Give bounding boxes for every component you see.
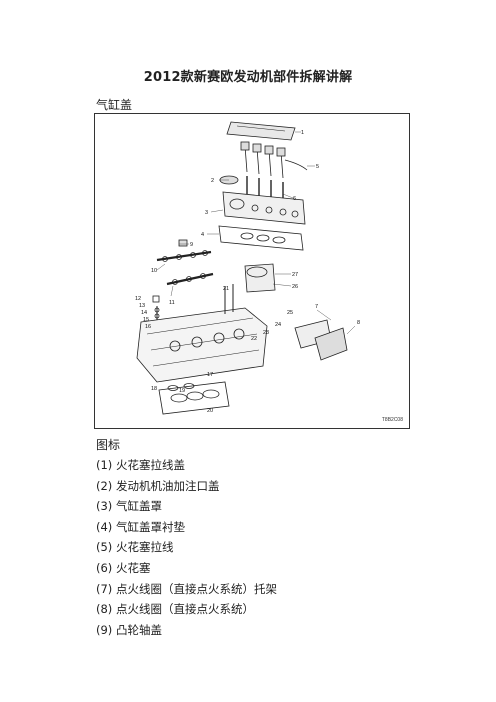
svg-text:25: 25 xyxy=(287,310,293,316)
svg-text:27: 27 xyxy=(292,272,298,278)
legend-heading: 图标 xyxy=(96,438,121,452)
legend-item: (7) 点火线圈（直接点火系统）托架 xyxy=(96,581,277,596)
svg-text:14: 14 xyxy=(141,310,147,316)
cylinder-head-illustration: 1 2 3 4 5 6 7 8 9 10 11 12 13 14 15 16 1… xyxy=(135,121,360,415)
svg-text:13: 13 xyxy=(139,303,145,309)
svg-text:10: 10 xyxy=(151,268,157,274)
legend-item: (2) 发动机机油加注口盖 xyxy=(96,478,220,493)
svg-text:7: 7 xyxy=(315,304,318,310)
svg-text:8: 8 xyxy=(357,320,360,326)
legend-list: (1) 火花塞拉线盖 (2) 发动机机油加注口盖 (3) 气缸盖罩 (4) 气缸… xyxy=(96,455,277,640)
legend-item: (8) 点火线圈（直接点火系统） xyxy=(96,602,254,617)
figure-code: T8B2C08 xyxy=(381,417,403,423)
exploded-diagram: 1 2 3 4 5 6 7 8 9 10 11 12 13 14 15 16 1… xyxy=(94,113,410,429)
svg-text:21: 21 xyxy=(223,286,229,292)
svg-text:5: 5 xyxy=(316,164,319,170)
legend-item: (6) 火花塞 xyxy=(96,560,151,575)
svg-text:2: 2 xyxy=(211,178,214,184)
svg-text:26: 26 xyxy=(292,284,298,290)
section-heading: 气缸盖 xyxy=(96,98,133,112)
svg-text:18: 18 xyxy=(151,386,157,392)
svg-text:19: 19 xyxy=(179,388,185,394)
svg-text:11: 11 xyxy=(169,300,175,306)
legend-item: (4) 气缸盖罩衬垫 xyxy=(96,519,185,534)
svg-text:22: 22 xyxy=(251,336,257,342)
svg-text:20: 20 xyxy=(207,408,213,414)
svg-text:9: 9 xyxy=(190,242,193,248)
svg-text:1: 1 xyxy=(301,130,304,136)
callout-labels: 1 2 3 4 5 6 7 8 9 10 11 12 13 14 15 16 1… xyxy=(135,130,360,414)
svg-text:15: 15 xyxy=(143,317,149,323)
legend-item: (9) 凸轮轴盖 xyxy=(96,622,162,637)
document-title: 2012款新赛欧发动机部件拆解讲解 xyxy=(143,70,353,85)
legend-item: (5) 火花塞拉线 xyxy=(96,540,174,555)
svg-text:3: 3 xyxy=(205,210,208,216)
svg-text:16: 16 xyxy=(145,324,151,330)
svg-text:12: 12 xyxy=(135,296,141,302)
svg-text:23: 23 xyxy=(263,330,269,336)
legend-item: (1) 火花塞拉线盖 xyxy=(96,458,185,472)
legend-item: (3) 气缸盖罩 xyxy=(96,499,162,514)
svg-text:6: 6 xyxy=(293,196,296,202)
svg-text:24: 24 xyxy=(275,322,281,328)
svg-text:17: 17 xyxy=(207,372,213,378)
svg-text:4: 4 xyxy=(201,232,204,238)
